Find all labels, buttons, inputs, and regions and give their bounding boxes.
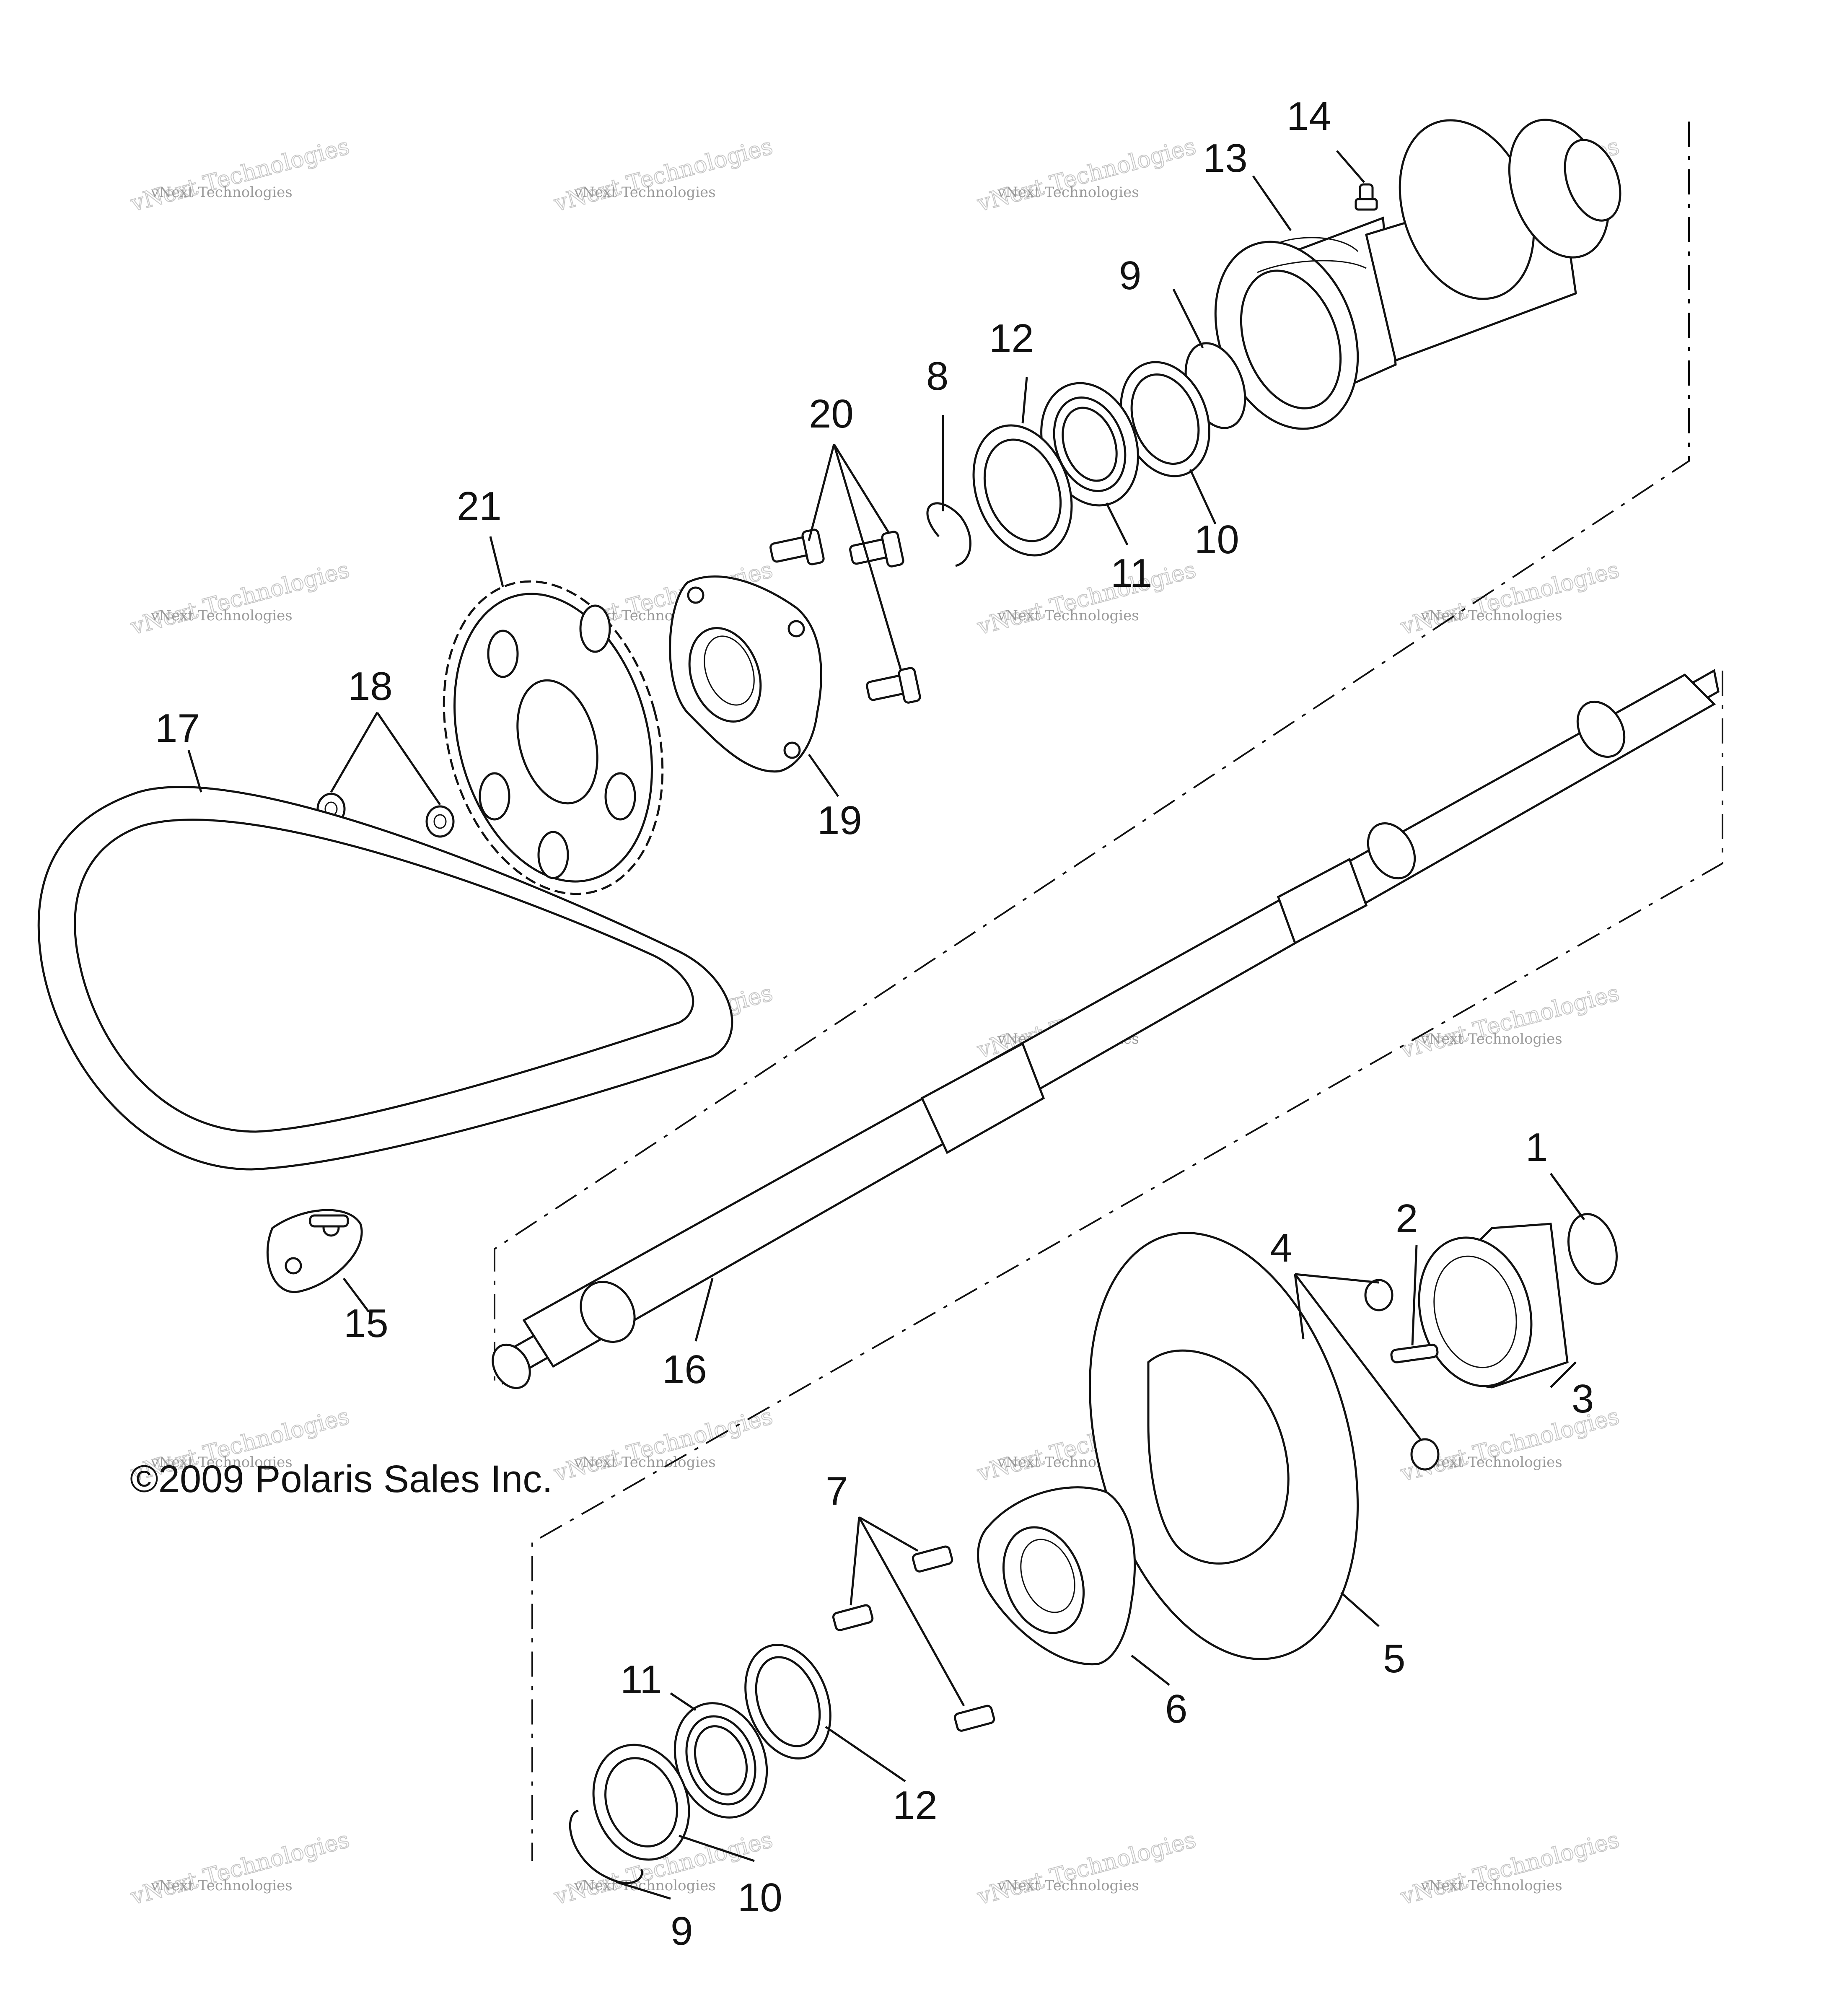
watermark-outline: vNext Technologies [974,1826,1199,1910]
brake-disc-part [1088,1232,1359,1660]
callout-14: 14 [1287,94,1331,139]
bolt-set-7-part [832,1545,995,1732]
watermark-text: vNext Technologies [997,1877,1139,1894]
bearing-race-lower-part [592,1744,690,1861]
watermark-text: vNext Technologies [150,184,293,201]
callout-9-lower: 9 [671,1909,693,1954]
callout-9-upper: 9 [1119,253,1141,298]
drive-chain-part [37,786,733,1171]
watermark-text: vNext Technologies [150,1877,293,1894]
callout-3: 3 [1572,1376,1594,1421]
sprocket-part [443,580,664,895]
watermark-outline: vNext Technologies [974,556,1199,640]
callout-10-upper: 10 [1194,517,1239,562]
bearing-race-upper-part [1120,361,1210,477]
watermark-text: vNext Technologies [150,607,293,624]
callout-5: 5 [1383,1636,1405,1681]
grease-fitting-part [1355,183,1378,211]
watermark-outline: vNext Technologies [128,556,352,640]
callout-12-lower: 12 [893,1783,938,1828]
watermark-text: vNext Technologies [574,1454,716,1471]
watermark-text: vNext Technologies [1420,1031,1562,1047]
wheel-hub-part [977,1486,1136,1666]
callout-1: 1 [1526,1125,1548,1170]
watermark-text: vNext Technologies [997,184,1139,201]
watermark-outline: vNext Technologies [551,1403,775,1487]
callout-12-upper: 12 [989,316,1034,361]
master-link-part [266,1209,363,1293]
sprocket-hub-part [669,575,822,773]
seal-lower-part [744,1643,831,1760]
callout-16: 16 [662,1347,707,1392]
callout-4: 4 [1270,1226,1292,1270]
assembly-centerlines [494,122,1723,1861]
leader-lines [187,150,1585,1900]
watermark-text: vNext Technologies [150,1454,293,1471]
callout-11-upper: 11 [1111,551,1153,596]
bolt-set-20-part [769,529,921,704]
callout-8: 8 [926,354,948,399]
callout-11-lower: 11 [620,1657,662,1702]
axle-housing-part [1214,119,1621,430]
snap-ring-lower-part [569,1809,643,1884]
snap-ring-part [926,502,971,567]
callout-20: 20 [809,391,854,436]
watermark-text: vNext Technologies [574,184,716,201]
callout-18: 18 [348,664,393,709]
watermark-outline: vNext Technologies [128,133,352,217]
watermark-text: vNext Technologies [1420,607,1562,624]
watermark-outline: vNext Technologies [1398,1826,1622,1910]
watermark-text: vNext Technologies [997,607,1139,624]
watermark-outline: vNext Technologies [1398,556,1622,640]
pin-part [1390,1343,1439,1363]
callout-19: 19 [817,798,862,843]
watermark-text: vNext Technologies [1420,1454,1562,1471]
callout-2: 2 [1396,1196,1418,1241]
bearing-lower-part [673,1702,768,1819]
watermark-text: vNext Technologies [1420,1877,1562,1894]
watermark-outline: vNext Technologies [974,133,1199,217]
watermark-outline: vNext Technologies [551,133,775,217]
axle-shaft-part [492,669,1720,1389]
seal-upper-part [972,424,1073,557]
copyright-text: ©2009 Polaris Sales Inc. [130,1458,553,1500]
o-ring-outer-part [1567,1213,1618,1285]
callout-7: 7 [826,1469,848,1513]
callout-10-lower: 10 [738,1875,782,1920]
callout-labels: 14 13 9 12 8 20 21 10 11 18 17 19 1 2 4 … [155,94,1594,1954]
carrier-nut-part [1418,1223,1569,1389]
callout-15: 15 [344,1301,389,1346]
callout-6: 6 [1165,1687,1187,1731]
callout-13: 13 [1203,136,1248,181]
callout-21: 21 [457,484,502,529]
watermark-outline: vNext Technologies [1398,979,1622,1063]
watermark-outline: vNext Technologies [128,1826,352,1910]
callout-17: 17 [155,706,200,751]
